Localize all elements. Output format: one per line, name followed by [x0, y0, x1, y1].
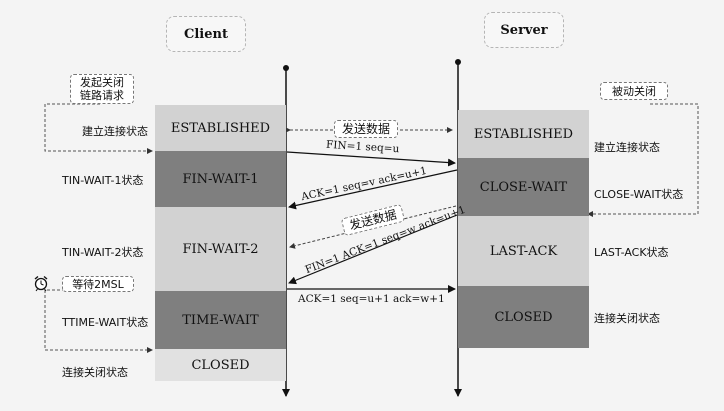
client-wait-2msl-note: 等待2MSL — [62, 276, 134, 292]
client-initiate-bracket — [44, 103, 153, 154]
send-data-label-1: 发送数据 — [334, 120, 398, 138]
client-label-time-wait: TTIME-WAIT状态 — [62, 316, 149, 329]
server-label-closed: 连接关闭状态 — [594, 312, 660, 325]
alarm-clock-icon — [34, 275, 48, 292]
ack1-arrow — [288, 169, 458, 210]
server-label-established: 建立连接状态 — [594, 141, 660, 154]
server-passive-close-note: 被动关闭 — [600, 82, 668, 100]
client-initiate-close-note: 发起关闭链路请求 — [70, 74, 134, 104]
client-timeline-start — [283, 65, 289, 71]
client-state-fin-wait-2: FIN-WAIT-2 — [155, 207, 286, 291]
fin1-arrow — [286, 151, 456, 167]
fin2-arrow — [288, 214, 458, 285]
server-label-last-ack: LAST-ACK状态 — [594, 246, 669, 259]
server-state-established: ESTABLISHED — [458, 110, 589, 158]
client-label-established: 建立连接状态 — [82, 125, 148, 138]
server-passive-bracket — [587, 103, 699, 217]
server-state-close-wait: CLOSE-WAIT — [458, 158, 589, 216]
server-timeline-start — [455, 59, 461, 65]
client-label-fin-wait-2: TIN-WAIT-2状态 — [62, 246, 144, 259]
server-title: Server — [484, 12, 564, 48]
client-state-established: ESTABLISHED — [155, 105, 286, 151]
server-state-last-ack: LAST-ACK — [458, 216, 589, 286]
client-label-closed: 连接关闭状态 — [62, 366, 128, 379]
client-state-closed: CLOSED — [155, 349, 286, 381]
ack2-message: ACK=1 seq=u+1 ack=w+1 — [298, 293, 445, 305]
server-label-close-wait: CLOSE-WAIT状态 — [594, 188, 684, 201]
server-state-closed: CLOSED — [458, 286, 589, 348]
client-state-time-wait: TIME-WAIT — [155, 291, 286, 349]
client-state-fin-wait-1: FIN-WAIT-1 — [155, 151, 286, 207]
client-label-fin-wait-1: TIN-WAIT-1状态 — [62, 174, 144, 187]
client-title: Client — [166, 16, 246, 52]
